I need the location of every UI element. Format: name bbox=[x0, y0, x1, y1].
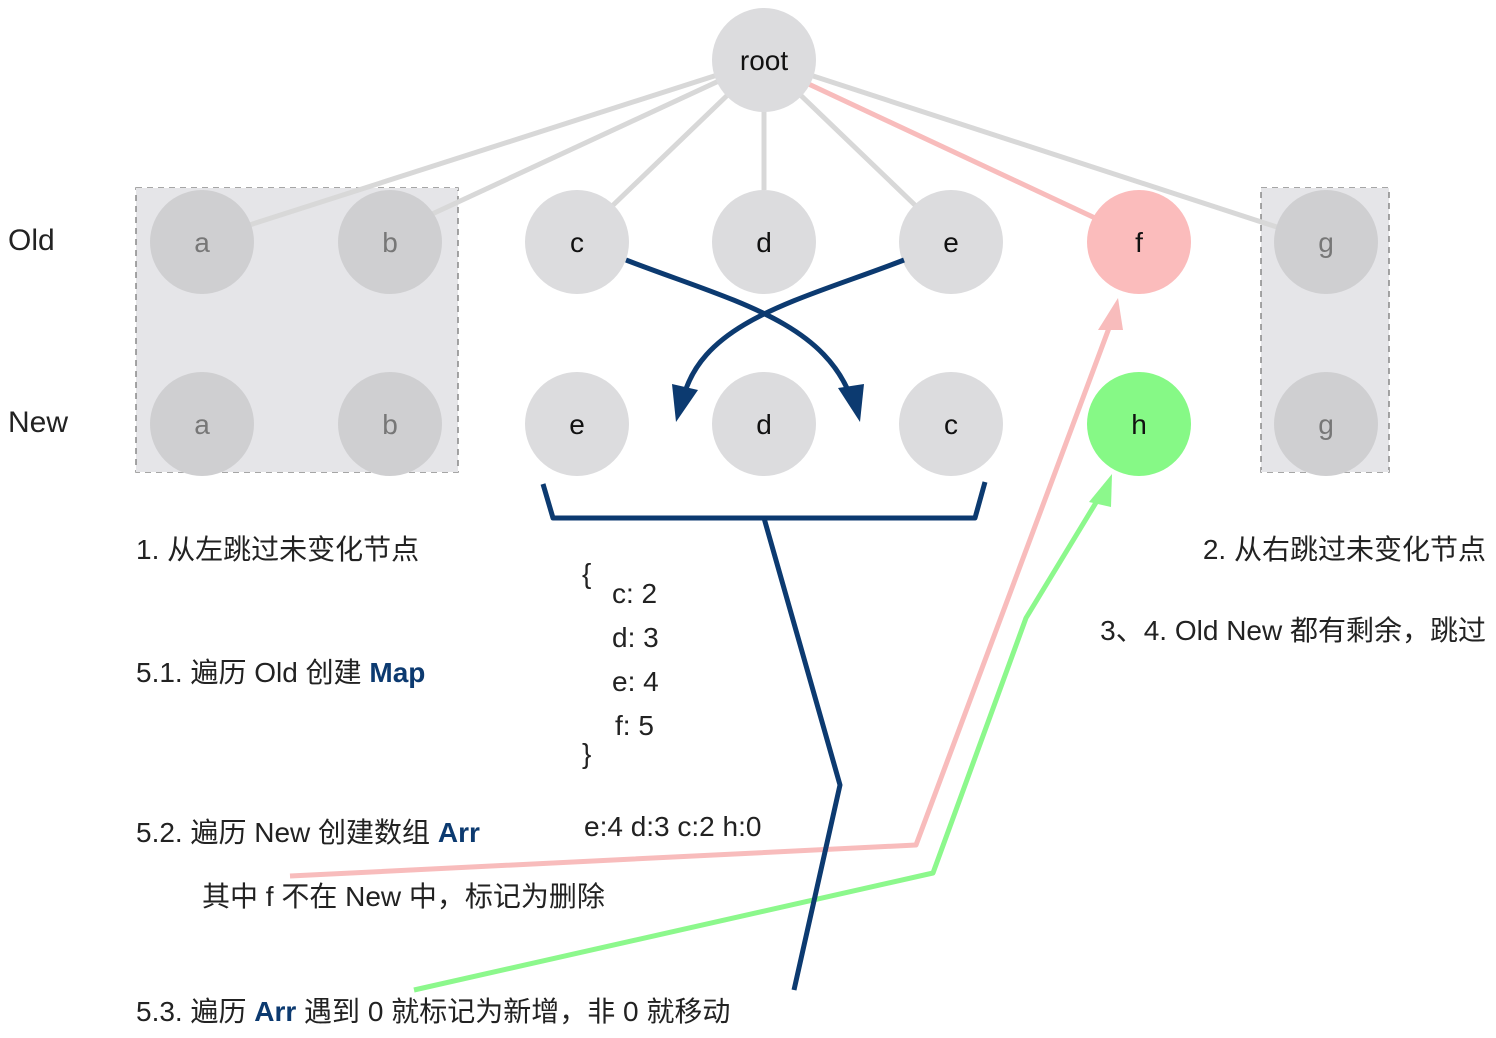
delete-line-arrowhead bbox=[1098, 298, 1123, 330]
step-52-delete-note: 其中 f 不在 New 中，标记为删除 bbox=[202, 881, 605, 912]
old-node-f-deleted bbox=[1087, 190, 1191, 294]
step-53-text: 5.3. 遍历 bbox=[136, 996, 255, 1027]
new-label-g: g bbox=[1318, 409, 1334, 440]
old-node-g bbox=[1274, 190, 1378, 294]
new-node-d bbox=[712, 372, 816, 476]
move-arrow-c-head bbox=[838, 384, 864, 422]
bracket-line bbox=[761, 517, 843, 991]
old-node-e bbox=[899, 190, 1003, 294]
new-label-a: a bbox=[194, 409, 210, 440]
root-node bbox=[712, 8, 816, 112]
left-skip-box-bottomfix bbox=[136, 470, 458, 472]
map-line-c: c: 2 bbox=[612, 578, 658, 609]
step-52-text: 5.2. 遍历 New 创建数组 bbox=[136, 817, 438, 848]
step-51-note: 5.1. 遍历 Old 创建 Map bbox=[136, 651, 425, 691]
step-53-highlight: Arr bbox=[254, 996, 297, 1027]
step-52-highlight: Arr bbox=[437, 817, 480, 848]
old-label-g: g bbox=[1318, 227, 1334, 258]
step-51-highlight: Map bbox=[369, 657, 426, 688]
step-1-note: 1. 从左跳过未变化节点 bbox=[136, 534, 420, 565]
step-52-note: 5.2. 遍历 New 创建数组 Arr bbox=[136, 811, 480, 851]
old-label-c: c bbox=[570, 227, 584, 258]
old-label-b: b bbox=[382, 227, 398, 258]
new-node-b bbox=[338, 372, 442, 476]
new-node-h-added bbox=[1087, 372, 1191, 476]
map-line-f: f: 5 bbox=[615, 710, 654, 741]
old-node-b bbox=[338, 190, 442, 294]
old-node-c bbox=[525, 190, 629, 294]
edge-root-a bbox=[239, 57, 765, 231]
step-52-values: e:4 d:3 c:2 h:0 bbox=[584, 811, 762, 842]
new-label-e: e bbox=[569, 409, 585, 440]
new-node-c bbox=[899, 372, 1003, 476]
step-53-note: 5.3. 遍历 Arr 遇到 0 就标记为新增，非 0 就移动 bbox=[136, 990, 730, 1030]
old-node-a bbox=[150, 190, 254, 294]
map-open-brace: { bbox=[582, 558, 592, 589]
old-label-f: f bbox=[1135, 227, 1143, 258]
move-arrow-e bbox=[681, 257, 905, 396]
map-line-e: e: 4 bbox=[612, 666, 659, 697]
add-line-arrowhead bbox=[1089, 474, 1112, 507]
step-53-suffix: 遇到 0 就标记为新增，非 0 就移动 bbox=[296, 996, 731, 1027]
left-skip-box-topfix bbox=[136, 188, 458, 190]
new-label-d: d bbox=[756, 409, 772, 440]
new-row-label: New bbox=[8, 406, 69, 439]
root-label: root bbox=[740, 45, 788, 76]
bracket bbox=[540, 481, 988, 521]
new-label-b: b bbox=[382, 409, 398, 440]
edge-root-f bbox=[798, 77, 1097, 221]
map-close-brace: } bbox=[582, 738, 592, 769]
edge-root-g bbox=[763, 57, 1281, 231]
step-34-note: 3、4. Old New 都有剩余，跳过 bbox=[1100, 615, 1486, 646]
old-label-a: a bbox=[194, 227, 210, 258]
old-node-d bbox=[712, 190, 816, 294]
step-2-note: 2. 从右跳过未变化节点 bbox=[1202, 534, 1486, 565]
new-label-h: h bbox=[1131, 409, 1147, 440]
step-51-text: 5.1. 遍历 Old 创建 bbox=[136, 657, 370, 688]
old-label-d: d bbox=[756, 227, 772, 258]
add-line bbox=[413, 494, 1103, 993]
old-row-label: Old bbox=[8, 224, 55, 257]
move-arrow-e-head bbox=[672, 384, 698, 422]
new-label-c: c bbox=[944, 409, 958, 440]
new-node-e bbox=[525, 372, 629, 476]
new-node-a bbox=[150, 372, 254, 476]
map-line-d: d: 3 bbox=[612, 622, 659, 653]
edge-root-b bbox=[428, 57, 766, 218]
old-label-e: e bbox=[943, 227, 959, 258]
delete-line bbox=[289, 319, 1115, 879]
right-skip-box-topfix bbox=[1261, 188, 1389, 190]
new-node-g bbox=[1274, 372, 1378, 476]
